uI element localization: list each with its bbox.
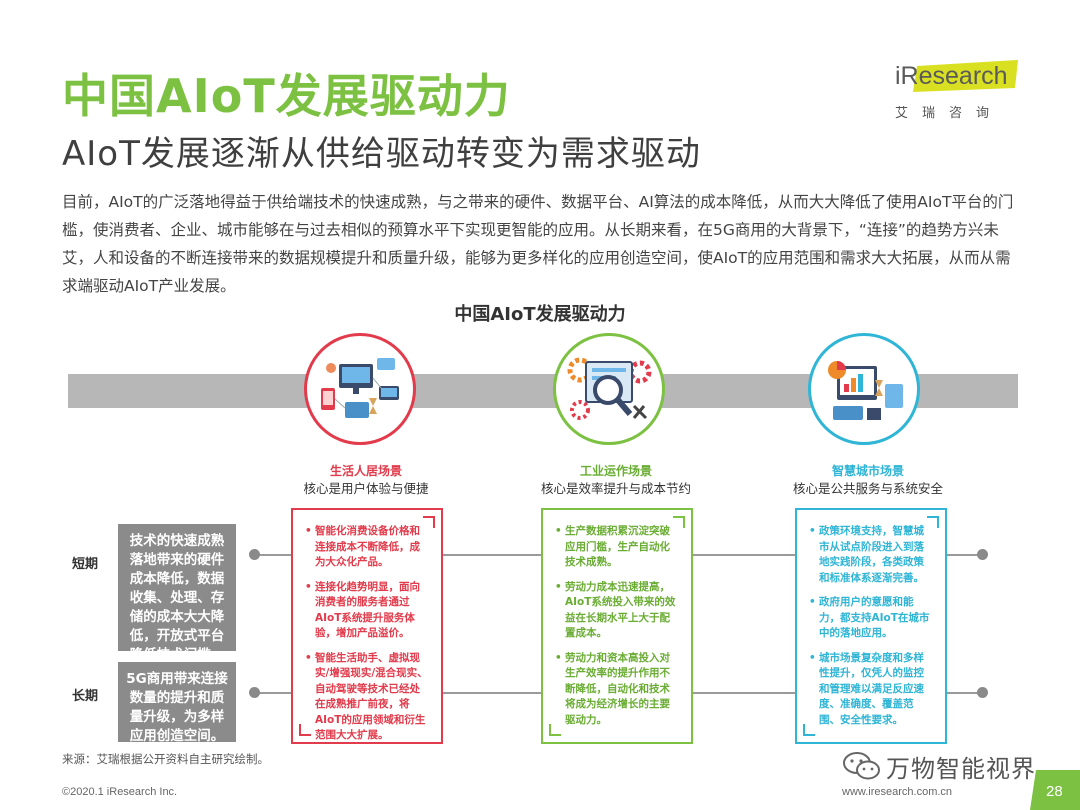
website-url: www.iresearch.com.cn — [842, 786, 953, 798]
city-scene-point: 政府用户的意愿和能力，都支持AIoT在城市中的落地应用。 — [809, 595, 933, 642]
smart-home-devices-icon — [321, 358, 399, 418]
row-label-long: 长期 — [72, 689, 99, 704]
city-scene-title: 智慧城市场景 — [831, 464, 904, 478]
watermark-text: 万物智能视界 — [886, 755, 1036, 783]
page-number: 28 — [1046, 783, 1063, 800]
page-title: 中国AIoT发展驱动力 — [62, 69, 511, 123]
industry-scene-card: 生产数据积累沉淀突破应用门槛，生产自动化技术成熟。 劳动力成本迅速提高，AIoT… — [541, 508, 693, 744]
page-number-tab-icon — [1030, 770, 1080, 810]
iresearch-logo: iResearch 艾瑞咨询 — [893, 60, 1033, 121]
home-scene-circle — [304, 333, 416, 445]
long-term-driver-box: 5G商用带来连接数量的提升和质量升级，为多样应用创造空间。 — [118, 662, 236, 744]
page-subtitle: AIoT发展逐渐从供给驱动转变为需求驱动 — [62, 134, 701, 174]
industry-scene-circle — [553, 333, 665, 445]
short-term-end-dot — [977, 549, 988, 560]
copyright: ©2020.1 iResearch Inc. — [62, 786, 178, 798]
industry-scene-point: 生产数据积累沉淀突破应用门槛，生产自动化技术成熟。 — [555, 524, 679, 571]
long-term-start-dot — [249, 687, 260, 698]
home-scene-point: 连接化趋势明显，面向消费者的服务者通过AIoT系统提升服务体验，增加产品溢价。 — [305, 580, 429, 642]
diagram-title: 中国AIoT发展驱动力 — [454, 304, 626, 325]
industry-scene-point: 劳动力成本迅速提高，AIoT系统投入带来的效益在长期水平上大于配置成本。 — [555, 580, 679, 642]
short-term-driver-box: 技术的快速成熟落地带来的硬件成本降低，数据收集、处理、存储的成本大大降低，开放式… — [118, 524, 236, 663]
industry-scene-core: 核心是效率提升与成本节约 — [540, 481, 691, 496]
logo-cn-name: 艾瑞咨询 — [895, 106, 1004, 121]
city-scene-card: 政策环境支持，智慧城市从试点阶段进入到落地实践阶段，各类政策和标准体系逐渐完善。… — [795, 508, 947, 744]
intro-paragraph: 目前，AIoT的广泛落地得益于供给端技术的快速成熟，与之带来的硬件、数据平台、A… — [62, 193, 1014, 295]
industry-scene-point: 劳动力和资本高投入对生产效率的提升作用不断降低，自动化和技术将成为经济增长的主要… — [555, 651, 679, 729]
city-scene-circle — [808, 333, 920, 445]
wechat-icon — [843, 752, 880, 780]
logo-banner-icon — [913, 60, 1018, 92]
wechat-watermark: 万物智能视界 — [842, 747, 1042, 787]
logo-brand-text: iResearch — [895, 62, 1008, 90]
city-scene-point: 政策环境支持，智慧城市从试点阶段进入到落地实践阶段，各类政策和标准体系逐渐完善。 — [809, 524, 933, 586]
row-label-short: 短期 — [72, 557, 99, 572]
city-data-dashboard-icon — [828, 361, 903, 420]
home-scene-point: 智能生活助手、虚拟现实/增强现实/混合现实、自动驾驶等技术已经处在成熟推广前夜，… — [305, 651, 429, 744]
city-scene-core: 核心是公共服务与系统安全 — [792, 481, 943, 496]
long-term-end-dot — [977, 687, 988, 698]
home-scene-core: 核心是用户体验与便捷 — [303, 481, 429, 496]
home-scene-point: 智能化消费设备价格和连接成本不断降低，成为大众化产品。 — [305, 524, 429, 571]
city-scene-point: 城市场景复杂度和多样性提升，仅凭人的监控和管理难以满足反应速度、准确度、覆盖范围… — [809, 651, 933, 729]
source-note: 来源：艾瑞根据公开资料自主研究绘制。 — [62, 752, 269, 766]
short-term-start-dot — [249, 549, 260, 560]
industrial-analytics-icon — [567, 357, 652, 420]
home-scene-card: 智能化消费设备价格和连接成本不断降低，成为大众化产品。 连接化趋势明显，面向消费… — [291, 508, 443, 744]
home-scene-title: 生活人居场景 — [329, 464, 402, 478]
industry-scene-title: 工业运作场景 — [579, 464, 652, 478]
